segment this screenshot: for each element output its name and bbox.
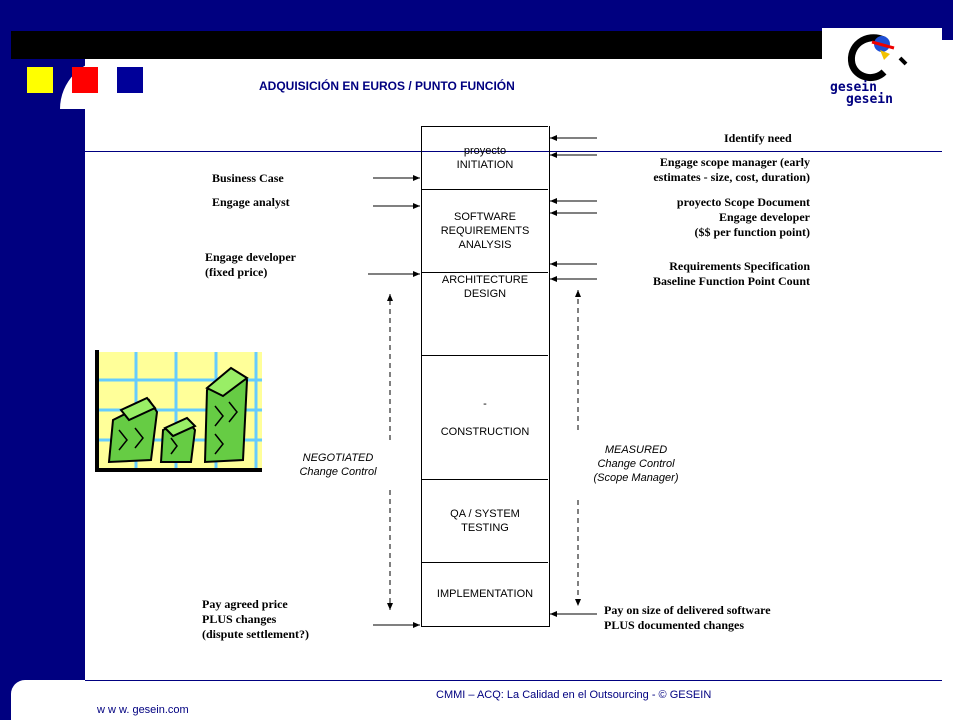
phase-requirements: SOFTWARE REQUIREMENTS ANALYSIS <box>422 189 548 272</box>
footer-title: CMMI – ACQ: La Calidad en el Outsourcing… <box>436 689 712 701</box>
header-divider-line <box>85 151 942 152</box>
red-square <box>72 67 98 93</box>
logo-text-bottom: gesein <box>846 92 893 107</box>
phase-implementation: IMPLEMENTATION <box>422 562 548 627</box>
label-pay-agreed: Pay agreed price PLUS changes (dispute s… <box>202 597 309 641</box>
label-req-spec: Requirements Specification Baseline Func… <box>652 259 810 288</box>
phase-construction: - CONSTRUCTION <box>422 355 548 479</box>
header-black-band <box>11 31 848 59</box>
label-scope-doc: proyecto Scope Document Engage developer… <box>676 195 810 239</box>
phase-architecture: ARCHITECTURE DESIGN <box>422 272 548 355</box>
label-engage-scope: Engage scope manager (early estimates - … <box>653 155 810 184</box>
left-navy-extension <box>0 0 11 720</box>
logo-text-top: gesein <box>830 80 877 95</box>
label-negotiated: NEGOTIATED Change Control <box>299 452 377 478</box>
label-identify-need: Identify need <box>724 131 792 145</box>
gesein-logo: gesein gesein <box>822 28 942 112</box>
label-pay-size: Pay on size of delivered software PLUS d… <box>604 603 771 632</box>
phases-column <box>421 126 550 627</box>
yellow-square <box>27 67 53 93</box>
label-engage-developer: Engage developer (fixed price) <box>205 250 296 279</box>
label-engage-analyst: Engage analyst <box>212 195 290 209</box>
phase-initiation: proyecto INITIATION <box>422 126 548 189</box>
white-corner <box>11 59 85 679</box>
blue-square <box>117 67 143 93</box>
money-chart-illustration <box>95 350 262 472</box>
page-title: ADQUISICIÓN EN EUROS / PUNTO FUNCIÓN <box>259 79 515 93</box>
footer-divider-line <box>85 680 942 681</box>
label-business-case: Business Case <box>212 171 284 185</box>
footer-website: w w w. gesein.com <box>97 704 189 716</box>
phase-qa-testing: QA / SYSTEM TESTING <box>422 479 548 562</box>
label-measured: MEASURED Change Control (Scope Manager) <box>593 444 679 484</box>
logo-emblem-icon <box>847 34 908 82</box>
bottom-white-strip <box>11 680 953 720</box>
